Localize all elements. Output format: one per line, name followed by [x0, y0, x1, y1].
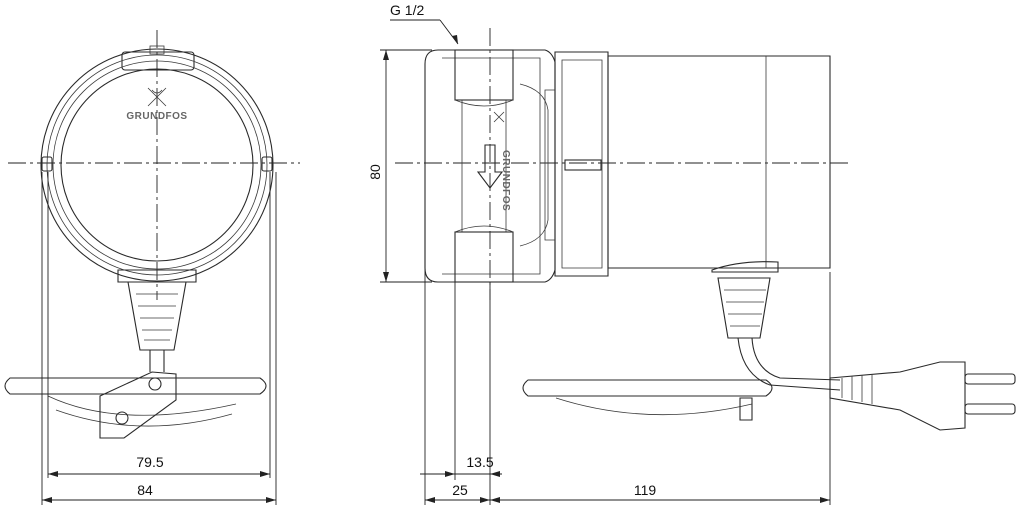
dim-text-80: 80 [367, 164, 383, 180]
brand-label: GRUNDFOS [126, 111, 187, 122]
dim-text-13-5: 13.5 [466, 454, 493, 470]
dim-text-84: 84 [137, 482, 153, 498]
side-stand-bar [522, 379, 773, 397]
dim-text-79-5: 79.5 [136, 454, 163, 470]
side-view: G 1/2 GRUNDFOS [367, 2, 1016, 505]
thread-label: G 1/2 [390, 2, 424, 18]
grundfos-logo: GRUNDFOS [126, 87, 187, 122]
housing-brand-label: GRUNDFOS [500, 150, 511, 211]
housing-outer-ring [40, 48, 274, 282]
pump-housing [424, 49, 556, 283]
motor-body [607, 55, 831, 269]
front-view: GRUNDFOS 79.5 84 [4, 30, 300, 505]
dim-text-25: 25 [452, 482, 468, 498]
flow-arrow-icon [476, 144, 504, 189]
mains-plug [829, 361, 966, 431]
dim-text-119: 119 [634, 482, 657, 498]
motor-face [60, 68, 254, 262]
coupling-flange [554, 51, 609, 277]
front-stand-bar [4, 377, 267, 395]
